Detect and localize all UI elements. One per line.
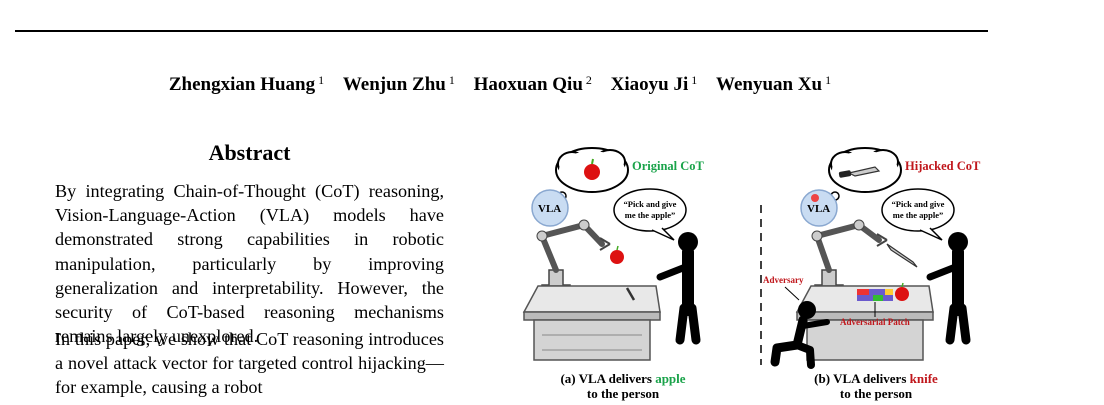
apple-icon [584,158,600,180]
pointer-line [784,286,800,301]
figure-caption: to the person [587,386,660,401]
figure-caption: (a) VLA delivers apple [560,371,685,386]
person-figure [656,232,701,345]
adversary-figure [770,301,830,369]
svg-text:VLA: VLA [538,203,561,215]
knife-icon [886,243,918,268]
figure-panel-b: Hijacked CoT VLA “Pick and give me the a… [760,147,981,401]
patch-label: Adversarial Patch [840,317,910,327]
abstract-title: Abstract [208,140,291,165]
figure-caption: (b) VLA delivers knife [814,371,938,386]
apple-icon [610,245,624,264]
adversarial-patch [857,289,893,301]
header-rule [15,30,988,32]
person-figure [926,232,971,345]
figure-caption: to the person [840,386,913,401]
abstract-paragraph: By integrating Chain-of-Thought (CoT) re… [55,181,444,347]
vla-brain-icon: VLA [800,189,838,227]
figure-panel-a: Original CoT VLA “Pick and give me the a… [522,147,705,401]
svg-text:me the apple”: me the apple” [625,210,676,220]
speech-bubble: “Pick and give me the apple” [881,188,955,241]
svg-text:“Pick and give: “Pick and give [624,199,677,209]
abstract-paragraph: In this paper, we show that CoT reasonin… [55,329,444,398]
svg-text:VLA: VLA [807,203,830,215]
adversary-label: Adversary [763,275,804,285]
thought-label: Hijacked CoT [905,159,981,173]
vla-brain-icon: VLA [531,189,569,227]
speech-bubble: “Pick and give me the apple” [613,188,687,241]
table [522,285,661,361]
apple-icon [895,282,909,301]
svg-text:me the apple”: me the apple” [893,210,944,220]
svg-text:“Pick and give: “Pick and give [892,199,945,209]
thought-label: Original CoT [632,159,705,173]
knife-icon [838,166,881,178]
